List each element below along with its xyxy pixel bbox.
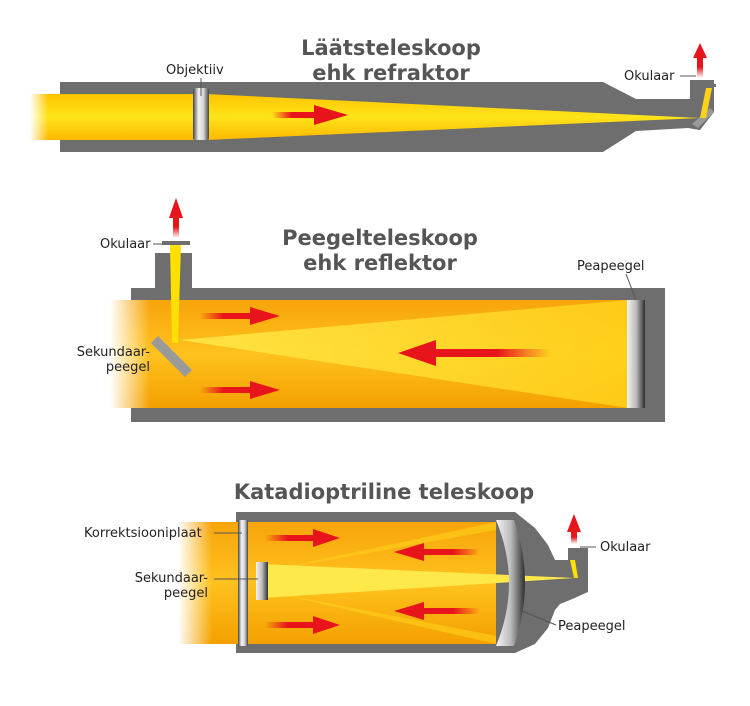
catadioptric-eyepiece-label: Okulaar [600, 540, 651, 555]
refractor-light-cone [206, 94, 700, 140]
catadioptric-secondary-label-line1: Sekundaar- [135, 571, 209, 586]
reflector-eyepiece-arrow [169, 198, 183, 238]
reflector-eyepiece-label: Okulaar [100, 237, 151, 252]
reflector-incoming-arrow-bottom [200, 381, 280, 399]
refractor-objective-label: Objektiiv [166, 63, 224, 78]
catadioptric-eyepiece-arrow [567, 514, 581, 544]
catadioptric-primary-mirror [496, 520, 525, 646]
catadioptric-secondary-label-line2: peegel [164, 586, 208, 601]
catadioptric-secondary-mirror [256, 562, 268, 600]
refractor-title-line1: Läätsteleskoop [301, 36, 481, 60]
catadioptric-cone-upper [262, 522, 496, 572]
catadioptric-primary-label: Peapeegel [558, 619, 625, 634]
cat-arrow-back-top [394, 543, 480, 561]
reflector-incoming-arrow-top [200, 307, 280, 325]
catadioptric-corrector-label: Korrektsiooniplaat [84, 526, 202, 541]
reflector-diagram: Peegelteleskoop ehk reflektor [77, 198, 665, 422]
reflector-title-line2: ehk reflektor [303, 251, 457, 275]
reflector-return-arrow [398, 340, 550, 366]
reflector-secondary-label-line1: Sekundaar- [77, 345, 151, 360]
cat-arrow-in-bottom [265, 616, 340, 634]
reflector-title-line1: Peegelteleskoop [282, 226, 478, 250]
korrektsiooniplaat [238, 520, 248, 646]
reflector-primary-label: Peapeegel [577, 259, 644, 274]
refractor-eyepiece-arrow [693, 43, 707, 78]
catadioptric-cone-lower [262, 590, 496, 644]
objektiiv-lens [193, 88, 209, 140]
catadioptric-diagram: Katadioptriline teleskoop [84, 480, 651, 653]
refractor-light-arrow [272, 105, 348, 125]
refractor-eyepiece-label: Okulaar [624, 69, 675, 84]
refractor-title-line2: ehk refraktor [312, 61, 470, 85]
refractor-diagram: Läätsteleskoop ehk refraktor Objektiiv [30, 36, 716, 152]
reflector-secondary-label-line2: peegel [106, 360, 150, 375]
peapeegel-mirror [627, 300, 645, 408]
catadioptric-center-beam [262, 564, 575, 598]
reflector-secondary-mirror [151, 336, 192, 377]
cat-arrow-back-bottom [394, 602, 480, 620]
cat-arrow-in-top [265, 529, 340, 547]
catadioptric-title: Katadioptriline teleskoop [234, 480, 534, 504]
